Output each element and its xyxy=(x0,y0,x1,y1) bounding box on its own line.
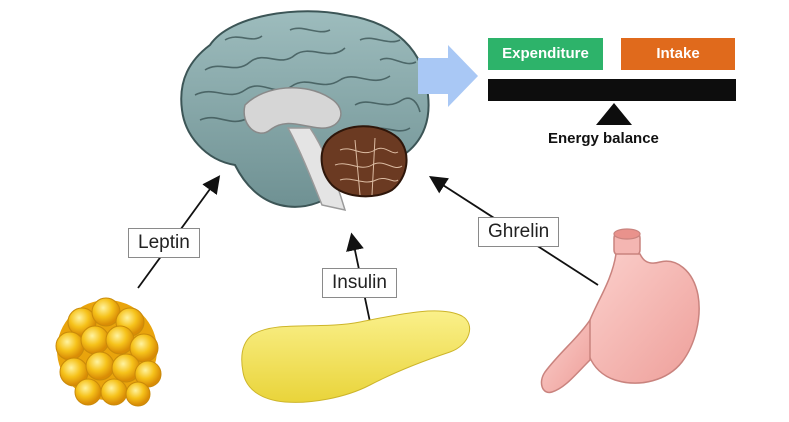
energy-balance-caption: Energy balance xyxy=(548,130,659,147)
pancreas-illustration xyxy=(241,310,471,403)
brain-illustration xyxy=(180,10,430,212)
expenditure-label: Expenditure xyxy=(502,45,589,62)
fat-cells-illustration xyxy=(55,297,162,407)
ghrelin-label: Ghrelin xyxy=(478,217,560,247)
leptin-label: Leptin xyxy=(128,228,200,258)
fulcrum-icon xyxy=(596,103,632,125)
balance-beam xyxy=(488,79,736,101)
intake-rect xyxy=(621,38,735,70)
expenditure-rect xyxy=(488,38,603,70)
intake-label: Intake xyxy=(656,45,700,62)
stomach-illustration xyxy=(540,228,700,394)
insulin-label: Insulin xyxy=(322,268,397,298)
arrow-to-balance-icon xyxy=(418,45,478,107)
